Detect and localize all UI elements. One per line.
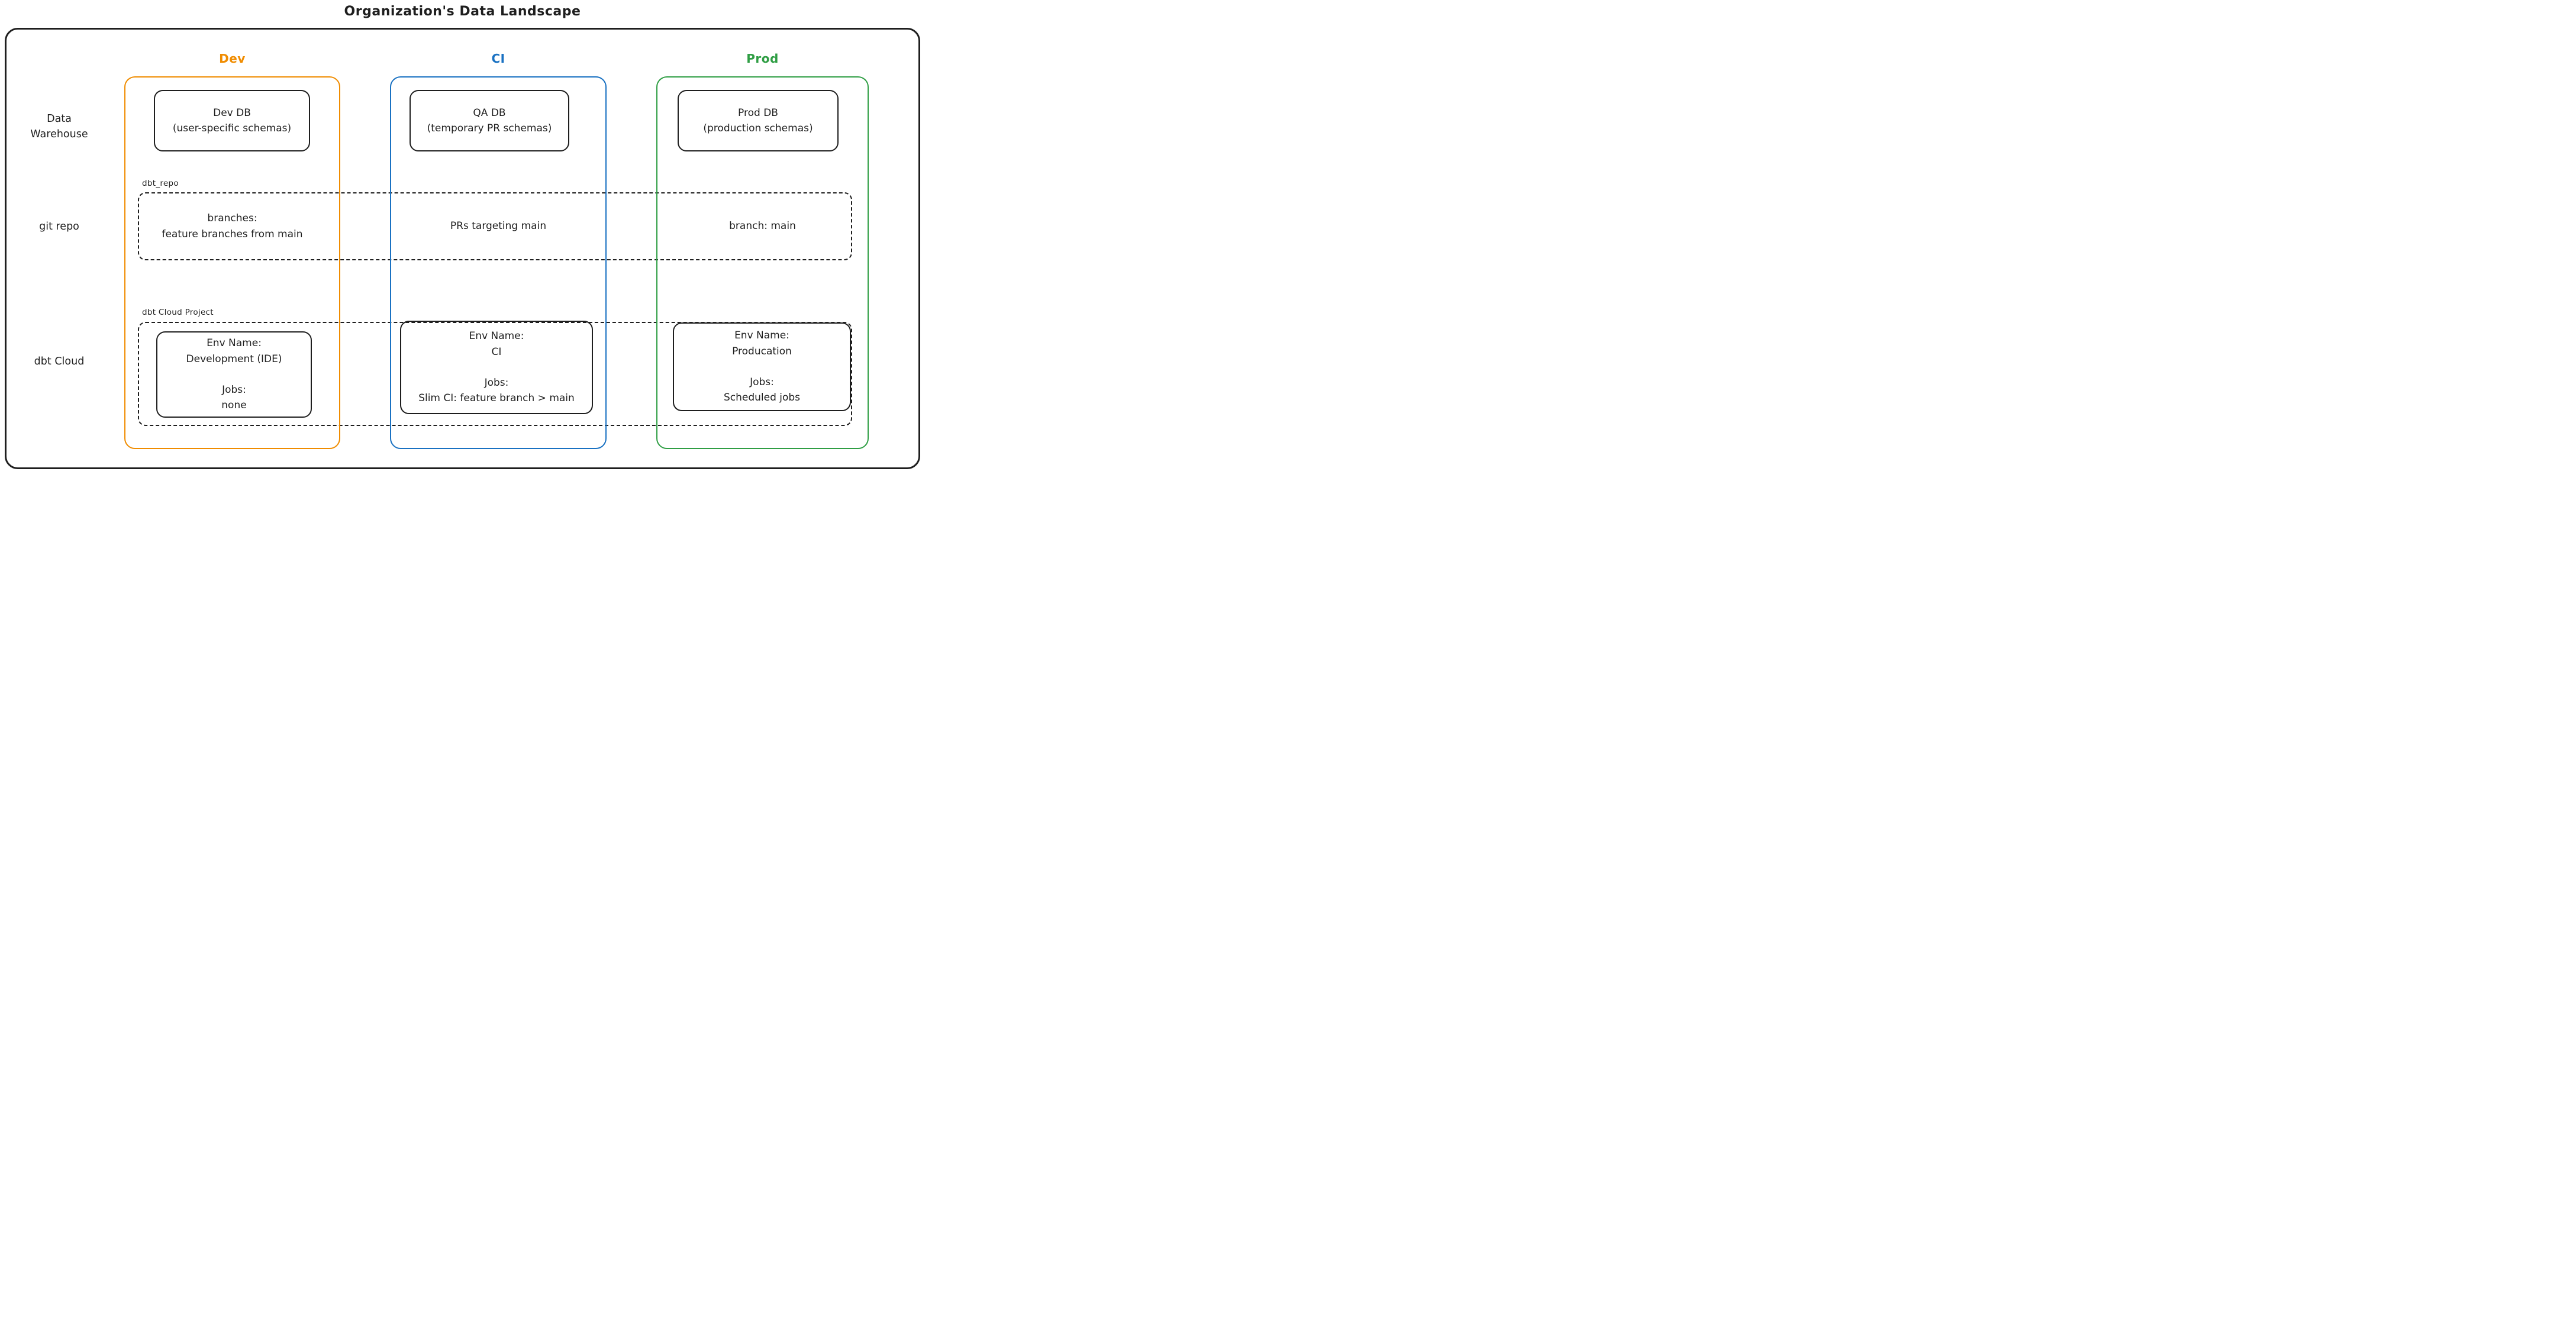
- ci-db-box: QA DB (temporary PR schemas): [410, 90, 569, 151]
- dev-env-label: Env Name:: [207, 337, 262, 350]
- column-frame-dev: [124, 76, 340, 449]
- column-header-prod: Prod: [746, 51, 779, 66]
- dev-git-line1: branches:: [207, 212, 257, 225]
- git-repo-group-label: dbt_repo: [142, 179, 179, 188]
- dev-db-name: Dev DB: [213, 106, 251, 119]
- outer-container-box: [5, 28, 920, 469]
- ci-jobs-label: Jobs:: [484, 377, 509, 389]
- dev-git-text: branches: feature branches from main: [124, 192, 340, 260]
- git-repo-dashed-box: [138, 192, 852, 260]
- ci-env-name: CI: [491, 346, 502, 358]
- dev-env-name: Development (IDE): [186, 353, 282, 365]
- dbt-cloud-project-group-label: dbt Cloud Project: [142, 308, 214, 317]
- prod-env-label: Env Name:: [734, 330, 789, 342]
- prod-db-detail: (production schemas): [703, 122, 813, 134]
- prod-db-box: Prod DB (production schemas): [678, 90, 839, 151]
- ci-db-detail: (temporary PR schemas): [427, 122, 552, 134]
- prod-git-line1: branch: main: [729, 220, 796, 233]
- prod-env-box: Env Name: Producation Jobs: Scheduled jo…: [673, 322, 851, 411]
- row-label-data-warehouse-line1: Data: [47, 113, 72, 125]
- prod-git-text: branch: main: [656, 192, 869, 260]
- column-header-dev: Dev: [219, 51, 246, 66]
- ci-env-label: Env Name:: [469, 330, 524, 343]
- ci-db-name: QA DB: [473, 106, 506, 119]
- diagram-canvas: Organization's Data Landscape Data Wareh…: [0, 0, 925, 473]
- row-label-dbt-cloud: dbt Cloud: [34, 356, 85, 367]
- prod-jobs-label: Jobs:: [750, 376, 774, 388]
- prod-env-name: Producation: [732, 345, 792, 357]
- dev-db-box: Dev DB (user-specific schemas): [154, 90, 310, 151]
- row-label-git-repo: git repo: [39, 221, 79, 233]
- row-label-data-warehouse-line2: Warehouse: [30, 128, 88, 141]
- dev-jobs-label: Jobs:: [222, 384, 246, 396]
- ci-git-line1: PRs targeting main: [450, 220, 547, 233]
- dev-git-line2: feature branches from main: [162, 228, 303, 240]
- ci-jobs-value: Slim CI: feature branch > main: [418, 392, 575, 405]
- ci-env-box: Env Name: CI Jobs: Slim CI: feature bran…: [400, 321, 593, 414]
- diagram-title: Organization's Data Landscape: [344, 4, 581, 19]
- ci-git-text: PRs targeting main: [390, 192, 607, 260]
- dbt-cloud-project-dashed-box: [138, 322, 852, 426]
- prod-db-name: Prod DB: [738, 106, 778, 119]
- row-label-data-warehouse: Data Warehouse: [12, 111, 107, 143]
- column-frame-ci: [390, 76, 607, 449]
- dev-jobs-value: none: [221, 399, 247, 412]
- dev-db-detail: (user-specific schemas): [172, 122, 292, 134]
- column-header-ci: CI: [491, 51, 505, 66]
- prod-jobs-value: Scheduled jobs: [723, 392, 801, 404]
- dev-env-box: Env Name: Development (IDE) Jobs: none: [156, 331, 312, 418]
- column-frame-prod: [656, 76, 869, 449]
